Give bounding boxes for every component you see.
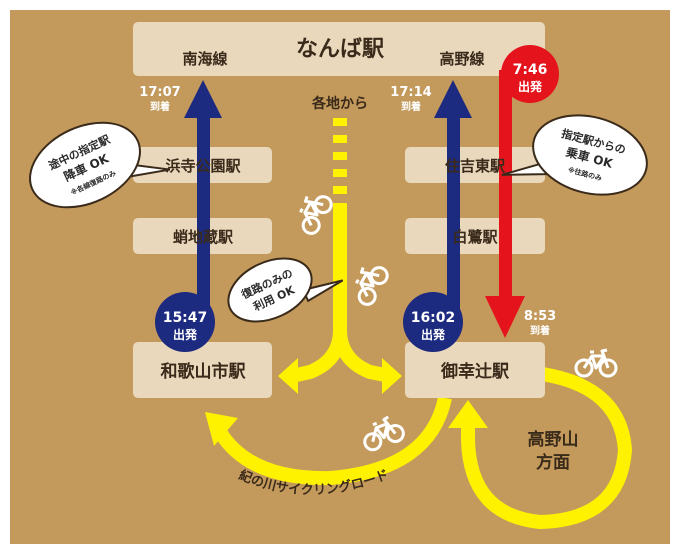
station-box-wakayamashi[interactable] <box>133 342 272 398</box>
arrival-label-right: 到着 <box>401 100 421 113</box>
station-name: 御幸辻駅 <box>440 361 510 382</box>
arrival-time-outbound: 8:53 <box>524 309 556 324</box>
namba-station-box[interactable] <box>133 22 545 76</box>
from-everywhere-label: 各地から <box>311 95 368 112</box>
speech-bubble-middle: 復路のみの 利用 OK <box>227 257 344 323</box>
station-name: 浜寺公園駅 <box>165 157 241 175</box>
departure-badge-right <box>403 292 463 352</box>
departure-label-left: 出発 <box>173 327 198 342</box>
koya-outbound: 7:46 出発 <box>485 45 559 338</box>
route-to-miyukitsuji <box>333 329 392 383</box>
arrow-left-head <box>278 358 298 394</box>
road-arrow-head <box>205 412 238 446</box>
koyasan-loop <box>461 365 633 530</box>
arrival-time-right: 17:14 <box>390 85 431 100</box>
departure-time-right: 16:02 <box>411 310 456 326</box>
speech-bubble-right: 指定駅からの 乗車 OK ※往路のみ <box>501 114 648 196</box>
arrival-label-left: 到着 <box>150 100 170 113</box>
station-name: 白鷺駅 <box>452 228 498 246</box>
departure-badge-outbound <box>501 45 559 103</box>
arrow-up-icon <box>434 80 472 118</box>
arrow-right-head <box>382 358 402 394</box>
station-name: 蛸地蔵駅 <box>173 228 234 246</box>
arrow-down-icon <box>485 296 525 338</box>
koyasan-label: 高野山 <box>528 429 579 450</box>
station-name: 住吉東駅 <box>445 157 506 175</box>
station-name: 和歌山市駅 <box>161 361 247 382</box>
departure-label-outbound: 出発 <box>518 79 543 94</box>
nankai-line-label: 南海線 <box>182 50 227 68</box>
nankai-return-left: 15:47 出発 <box>155 80 222 352</box>
departure-time-outbound: 7:46 <box>513 62 548 78</box>
station-box-miyukitsuji[interactable] <box>405 342 545 398</box>
departure-time-left: 15:47 <box>163 310 208 326</box>
koyasan-direction-label: 方面 <box>536 452 570 473</box>
loop-arrow-head <box>448 400 488 428</box>
koya-line-label: 高野線 <box>439 50 484 68</box>
departure-badge-left <box>155 292 215 352</box>
cycling-routes <box>214 118 633 530</box>
koya-return-right: 16:02 出発 <box>403 80 472 352</box>
arrow-up-icon <box>184 80 222 118</box>
speech-bubble-left: 途中の指定駅 降車 OK ※各線復路のみ <box>29 121 171 209</box>
departure-label-right: 出発 <box>421 327 446 342</box>
kinokawa-road-route <box>214 396 452 486</box>
namba-station-name: なんば駅 <box>296 37 384 62</box>
arrival-label-outbound: 到着 <box>530 324 550 337</box>
arrival-time-left: 17:07 <box>139 85 180 100</box>
